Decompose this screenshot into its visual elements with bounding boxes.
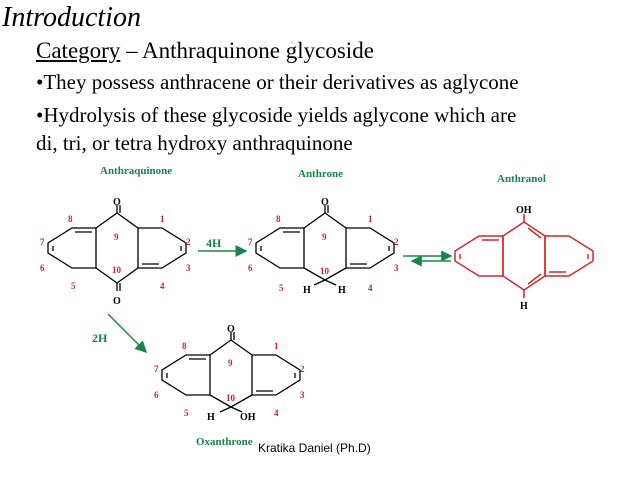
category-label: Category [36,38,121,63]
ox-num-5: 5 [184,408,189,418]
ol-right-ring [544,235,594,277]
an-num-1: 1 [368,214,373,224]
an-num-5: 5 [279,283,284,293]
an-num-10: 10 [320,266,330,276]
ox-oh: OH [240,412,256,423]
aq-top-bridge [95,212,139,229]
aq-left-ring [47,227,97,269]
an-left-ring [255,227,305,269]
aq-num-6: 6 [40,263,45,273]
oxanthrone-structure [161,332,301,413]
aq-num-10: 10 [112,265,122,275]
label-anthranol: Anthranol [497,173,546,185]
anthraquinone-structure [47,205,187,291]
ox-num-9: 9 [228,358,233,368]
anthranol-structure [454,214,594,298]
aq-num-8: 8 [68,214,73,224]
label-2h: 2H [92,331,108,345]
ol-oh: OH [516,205,532,216]
ox-h: H [207,412,215,423]
aq-num-3: 3 [186,263,191,273]
an-o-top: O [321,197,329,208]
aq-num-4: 4 [160,281,165,291]
ox-num-1: 1 [274,341,279,351]
ox-num-8: 8 [182,341,187,351]
aq-num-2: 2 [186,237,191,247]
an-num-3: 3 [394,263,399,273]
ox-num-4: 4 [274,408,279,418]
ol-left-ring [454,235,504,277]
bullet-hydroxy: di, tri, or tetra hydroxy anthraquinone [36,131,353,155]
an-h-right: H [338,285,346,296]
ol-h: H [520,301,528,312]
an-num-2: 2 [394,237,399,247]
ox-num-7: 7 [154,364,159,374]
an-num-6: 6 [248,263,253,273]
category-line: Category – Anthraquinone glycoside [36,38,374,64]
arrow-2h [107,313,148,354]
aq-num-5: 5 [71,281,76,291]
ox-o-top: O [227,324,235,335]
ox-right-ring [251,354,301,396]
category-text: – Anthraquinone glycoside [120,38,374,63]
an-num-8: 8 [276,214,281,224]
bullet-hydrolysis: •Hydrolysis of these glycoside yields ag… [36,103,517,127]
an-num-7: 7 [248,237,253,247]
an-num-4: 4 [368,283,373,293]
label-anthrone: Anthrone [298,168,344,180]
aq-num-7: 7 [40,237,45,247]
an-num-9: 9 [322,232,327,242]
aq-num-1: 1 [160,214,165,224]
anthrone-structure [255,205,395,286]
label-anthraquinone: Anthraquinone [100,165,173,177]
ox-top-bridge [209,339,253,356]
ox-num-2: 2 [300,364,305,374]
slide-title: Introduction [2,2,141,33]
ox-num-6: 6 [154,390,159,400]
ox-left-ring [161,354,211,396]
label-oxanthrone: Oxanthrone [196,436,253,448]
aq-o-bottom: O [113,296,121,307]
an-top-bridge [303,212,347,229]
author-credit: Kratika Daniel (Ph.D) [258,441,371,455]
ol-middle-ring [502,221,546,291]
label-4h: 4H [206,236,222,250]
aq-num-9: 9 [114,232,119,242]
ox-num-10: 10 [226,393,236,403]
an-right-ring [345,227,395,269]
bullet-aglycone: •They possess anthracene or their deriva… [36,70,519,94]
aq-right-ring [137,227,187,269]
ox-num-3: 3 [300,390,305,400]
an-h-left: H [303,285,311,296]
aq-o-top: O [113,197,121,208]
